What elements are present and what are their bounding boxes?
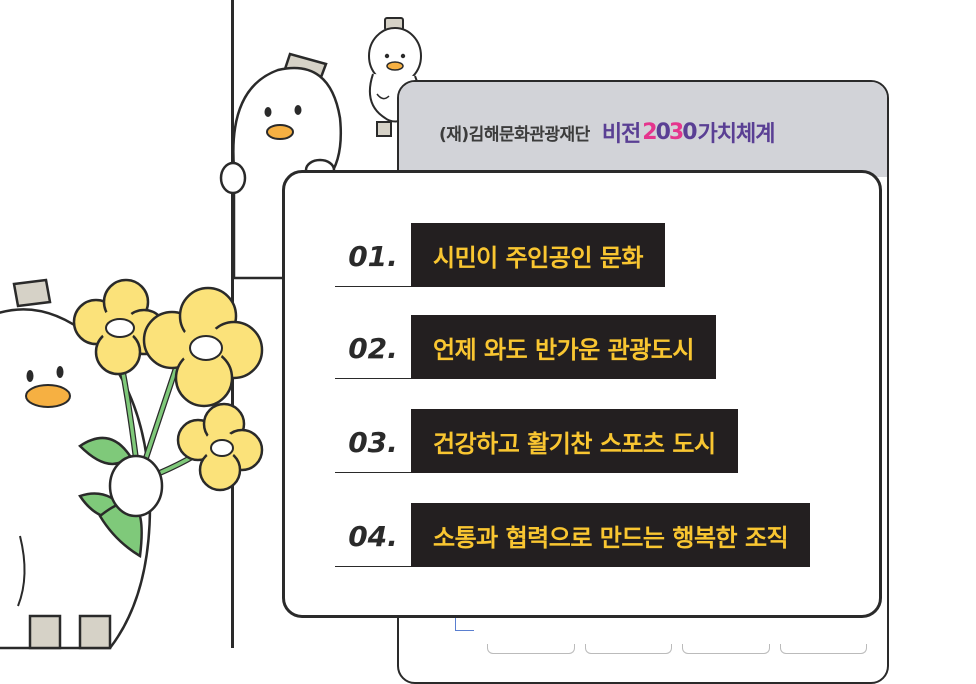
vision-year-digit: 2 — [642, 119, 657, 145]
back-panel-tabs — [487, 644, 867, 654]
vision-item: 01. 시민이 주인공인 문화 — [335, 223, 665, 287]
vision-item: 03. 건강하고 활기찬 스포츠 도시 — [335, 409, 738, 473]
item-label: 언제 와도 반가운 관광도시 — [411, 315, 716, 379]
connector-line — [455, 614, 474, 631]
vision-year-digit: 0 — [682, 119, 697, 145]
back-tab — [487, 644, 575, 654]
vision-prefix: 비전 — [601, 122, 641, 147]
org-name: (재)김해문화관광재단 — [439, 124, 590, 145]
item-label: 시민이 주인공인 문화 — [411, 223, 665, 287]
vision-year-digit: 3 — [668, 119, 684, 145]
back-panel-header: (재)김해문화관광재단 비전 2 0 3 0 가치체계 — [399, 82, 887, 177]
vision-suffix: 가치체계 — [697, 122, 776, 147]
item-number: 02. — [335, 315, 411, 379]
back-tab — [779, 644, 867, 654]
item-label: 소통과 협력으로 만드는 행복한 조직 — [411, 503, 811, 567]
item-number: 01. — [335, 223, 411, 287]
header-title-row: (재)김해문화관광재단 비전 2 0 3 0 가치체계 — [439, 110, 879, 154]
vision-year-digit: 0 — [655, 119, 671, 145]
item-label: 건강하고 활기찬 스포츠 도시 — [411, 409, 738, 473]
item-number: 04. — [335, 503, 411, 567]
vision-item: 04. 소통과 협력으로 만드는 행복한 조직 — [335, 503, 811, 567]
duck-mascot-small-icon — [368, 17, 422, 137]
back-tab — [584, 644, 672, 654]
back-tab — [682, 644, 770, 654]
illustration-scene: (재)김해문화관광재단 비전 2 0 3 0 가치체계 — [0, 0, 889, 684]
item-number: 03. — [335, 409, 411, 473]
vision-card: 01. 시민이 주인공인 문화 02. 언제 와도 반가운 관광도시 03. 건… — [282, 170, 882, 618]
duck-mascot-bouquet-icon — [0, 278, 264, 650]
vision-year: 2 0 3 0 — [642, 119, 697, 145]
flower-bouquet-icon — [72, 278, 264, 559]
vision-item: 02. 언제 와도 반가운 관광도시 — [335, 315, 716, 379]
